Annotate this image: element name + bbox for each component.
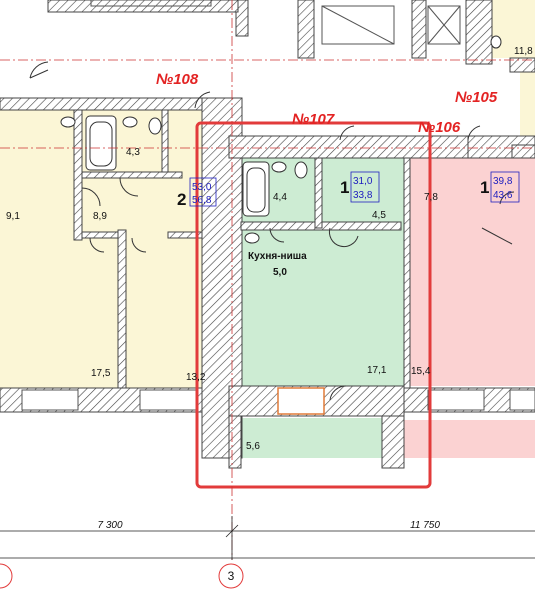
axis-label: 3 bbox=[228, 569, 235, 583]
apt-108-area-total: 56,8 bbox=[192, 195, 212, 206]
room-area-label: 17,1 bbox=[367, 365, 387, 376]
room-area-label: 11,8 bbox=[514, 46, 533, 57]
apt-106-area-total: 43,6 bbox=[493, 190, 513, 201]
axis-bubble-left bbox=[0, 563, 13, 589]
room-area-label: 5,0 bbox=[273, 267, 287, 278]
dimension-lines bbox=[0, 516, 535, 560]
apt-107-number: №107 bbox=[292, 111, 335, 128]
apt-106-loggia-fill bbox=[404, 420, 535, 458]
room-area-label: 15,4 bbox=[411, 366, 431, 377]
shafts bbox=[90, 0, 461, 45]
room-area-label: 8,9 bbox=[93, 211, 107, 222]
apt-106-area-box bbox=[490, 171, 520, 203]
door-swings bbox=[29, 61, 515, 401]
apt-107-rooms: 1 bbox=[340, 178, 349, 197]
apt-108-area-box bbox=[189, 177, 217, 207]
balcony-door bbox=[277, 387, 325, 415]
apt-105-fill-lower bbox=[520, 70, 535, 145]
room-area-label: 4,5 bbox=[372, 210, 386, 221]
fixtures bbox=[60, 35, 502, 244]
apt-106-fill bbox=[404, 158, 535, 386]
dimension-right: 11 750 bbox=[410, 520, 440, 531]
apt-108-area-living: 53,0 bbox=[192, 182, 212, 193]
apt-105-fill bbox=[492, 0, 535, 58]
apt-105-number: №105 bbox=[455, 89, 498, 106]
room-area-label: 7,8 bbox=[424, 192, 438, 203]
dimension-left: 7 300 bbox=[97, 520, 122, 531]
apt-107-area-box bbox=[350, 171, 380, 203]
apt-108-number: №108 bbox=[156, 71, 199, 88]
apt-106-number: №106 bbox=[418, 119, 461, 136]
room-area-label: 9,1 bbox=[6, 211, 20, 222]
room-area-label: 17,5 bbox=[91, 368, 111, 379]
apt-107-loggia-fill bbox=[241, 418, 382, 458]
kitchen-label: Кухня-ниша bbox=[248, 251, 307, 262]
highlight-frame bbox=[195, 121, 432, 489]
axis-lines bbox=[0, 0, 535, 560]
apt-108-rooms: 2 bbox=[177, 190, 186, 209]
apt-107-area-total: 33,8 bbox=[353, 190, 373, 201]
room-area-label: 13,2 bbox=[186, 372, 206, 383]
room-area-label: 5,6 bbox=[246, 441, 260, 452]
axis-bubble bbox=[218, 563, 244, 589]
room-area-label: 4,4 bbox=[273, 192, 287, 203]
apt-107-area-living: 31,0 bbox=[353, 176, 373, 187]
apt-106-rooms: 1 bbox=[480, 178, 489, 197]
windows bbox=[21, 387, 535, 415]
apt-106-area-living: 39,8 bbox=[493, 176, 513, 187]
room-area-label: 4,3 bbox=[126, 147, 140, 158]
